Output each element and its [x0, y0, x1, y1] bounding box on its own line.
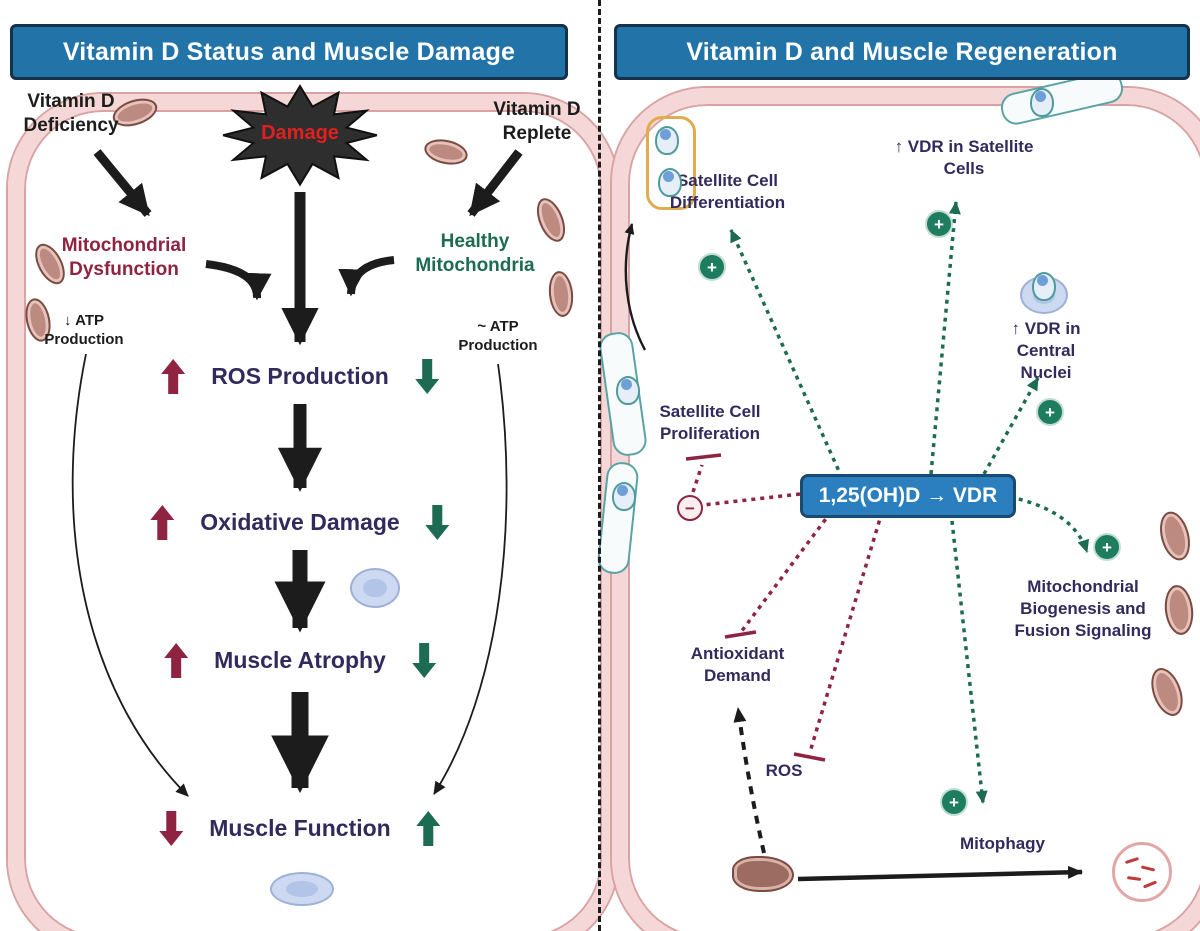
vdr-satellite-cells-label: ↑ VDR in Satellite Cells	[894, 137, 1034, 179]
cell-nucleus-icon	[270, 872, 334, 906]
vitamin-d-replete-label: Vitamin D Replete	[493, 99, 581, 144]
ros-production-label: ROS Production	[211, 363, 389, 389]
satellite-cell-icon	[658, 168, 682, 197]
satellite-differentiation-label: Satellite Cell Differentiation	[669, 171, 786, 213]
increase-arrow-icon	[164, 643, 189, 678]
muscle-function-label: Muscle Function	[209, 815, 391, 841]
muscle-atrophy-row: Muscle Atrophy	[164, 643, 436, 678]
vitamin-d-deficiency-label: Vitamin D Deficiency	[23, 91, 119, 136]
healthy-mitochondria-label: Healthy Mitochondria	[415, 231, 535, 276]
panel-muscle-regeneration: Vitamin D and Muscle Regeneration 1,25(O…	[596, 0, 1200, 931]
right-panel-title-text: Vitamin D and Muscle Regeneration	[686, 37, 1118, 66]
atp-normal-label: ~ ATP Production	[458, 318, 538, 354]
mitophagy-label: Mitophagy	[960, 834, 1045, 853]
panel-muscle-damage: Vitamin D Status and Muscle Damage Damag…	[8, 24, 618, 931]
autophagosome-icon	[1112, 842, 1172, 902]
mitochondrial-dysfunction-label: Mitochondrial Dysfunction	[61, 235, 187, 280]
decrease-arrow-icon	[414, 359, 439, 394]
plus-badge: +	[1036, 398, 1064, 426]
right-panel-title: Vitamin D and Muscle Regeneration	[614, 24, 1190, 80]
satellite-cell-icon	[616, 376, 640, 405]
cell-nucleus-icon	[350, 568, 400, 608]
mitochondrial-biogenesis-label: Mitochondrial Biogenesis and Fusion Sign…	[1014, 577, 1152, 641]
increase-arrow-icon	[150, 505, 175, 540]
increase-arrow-icon	[161, 359, 186, 394]
damaged-mitochondria-icon	[732, 856, 794, 892]
increase-arrow-icon	[416, 811, 441, 846]
vdr-central-nuclei-label: ↑ VDR in Central Nuclei	[1011, 319, 1081, 383]
decrease-arrow-icon	[411, 643, 436, 678]
muscle-atrophy-label: Muscle Atrophy	[214, 647, 386, 673]
decrease-arrow-icon	[425, 505, 450, 540]
decrease-arrow-icon	[159, 811, 184, 846]
satellite-cell-niche-outline	[646, 116, 696, 210]
atp-low-label: ↓ ATP Production	[44, 312, 124, 348]
plus-badge: +	[698, 253, 726, 281]
damage-starburst: Damage	[218, 82, 382, 187]
starburst-shape	[222, 84, 378, 187]
plus-badge: +	[940, 788, 968, 816]
satellite-cell-icon	[612, 482, 636, 511]
plus-badge: +	[925, 210, 953, 238]
ros-production-row: ROS Production	[161, 359, 439, 394]
left-panel-title: Vitamin D Status and Muscle Damage	[10, 24, 568, 80]
ros-label: ROS	[765, 761, 803, 780]
left-panel-title-text: Vitamin D Status and Muscle Damage	[62, 37, 516, 66]
oxidative-damage-row: Oxidative Damage	[150, 505, 450, 540]
vdr-signaling-box: 1,25(OH)D → VDR	[800, 474, 1016, 518]
minus-badge: −	[677, 495, 703, 521]
satellite-cell-icon	[655, 126, 679, 155]
oxidative-damage-label: Oxidative Damage	[200, 509, 400, 535]
plus-badge: +	[1093, 533, 1121, 561]
satellite-cell-icon	[1030, 88, 1054, 117]
muscle-function-row: Muscle Function	[159, 811, 441, 846]
satellite-proliferation-label: Satellite Cell Proliferation	[659, 402, 761, 444]
antioxidant-demand-label: Antioxidant Demand	[690, 644, 785, 686]
damage-label: Damage	[261, 121, 339, 144]
panel-divider-dashed-line	[598, 0, 601, 931]
satellite-cell-icon	[1032, 272, 1056, 301]
